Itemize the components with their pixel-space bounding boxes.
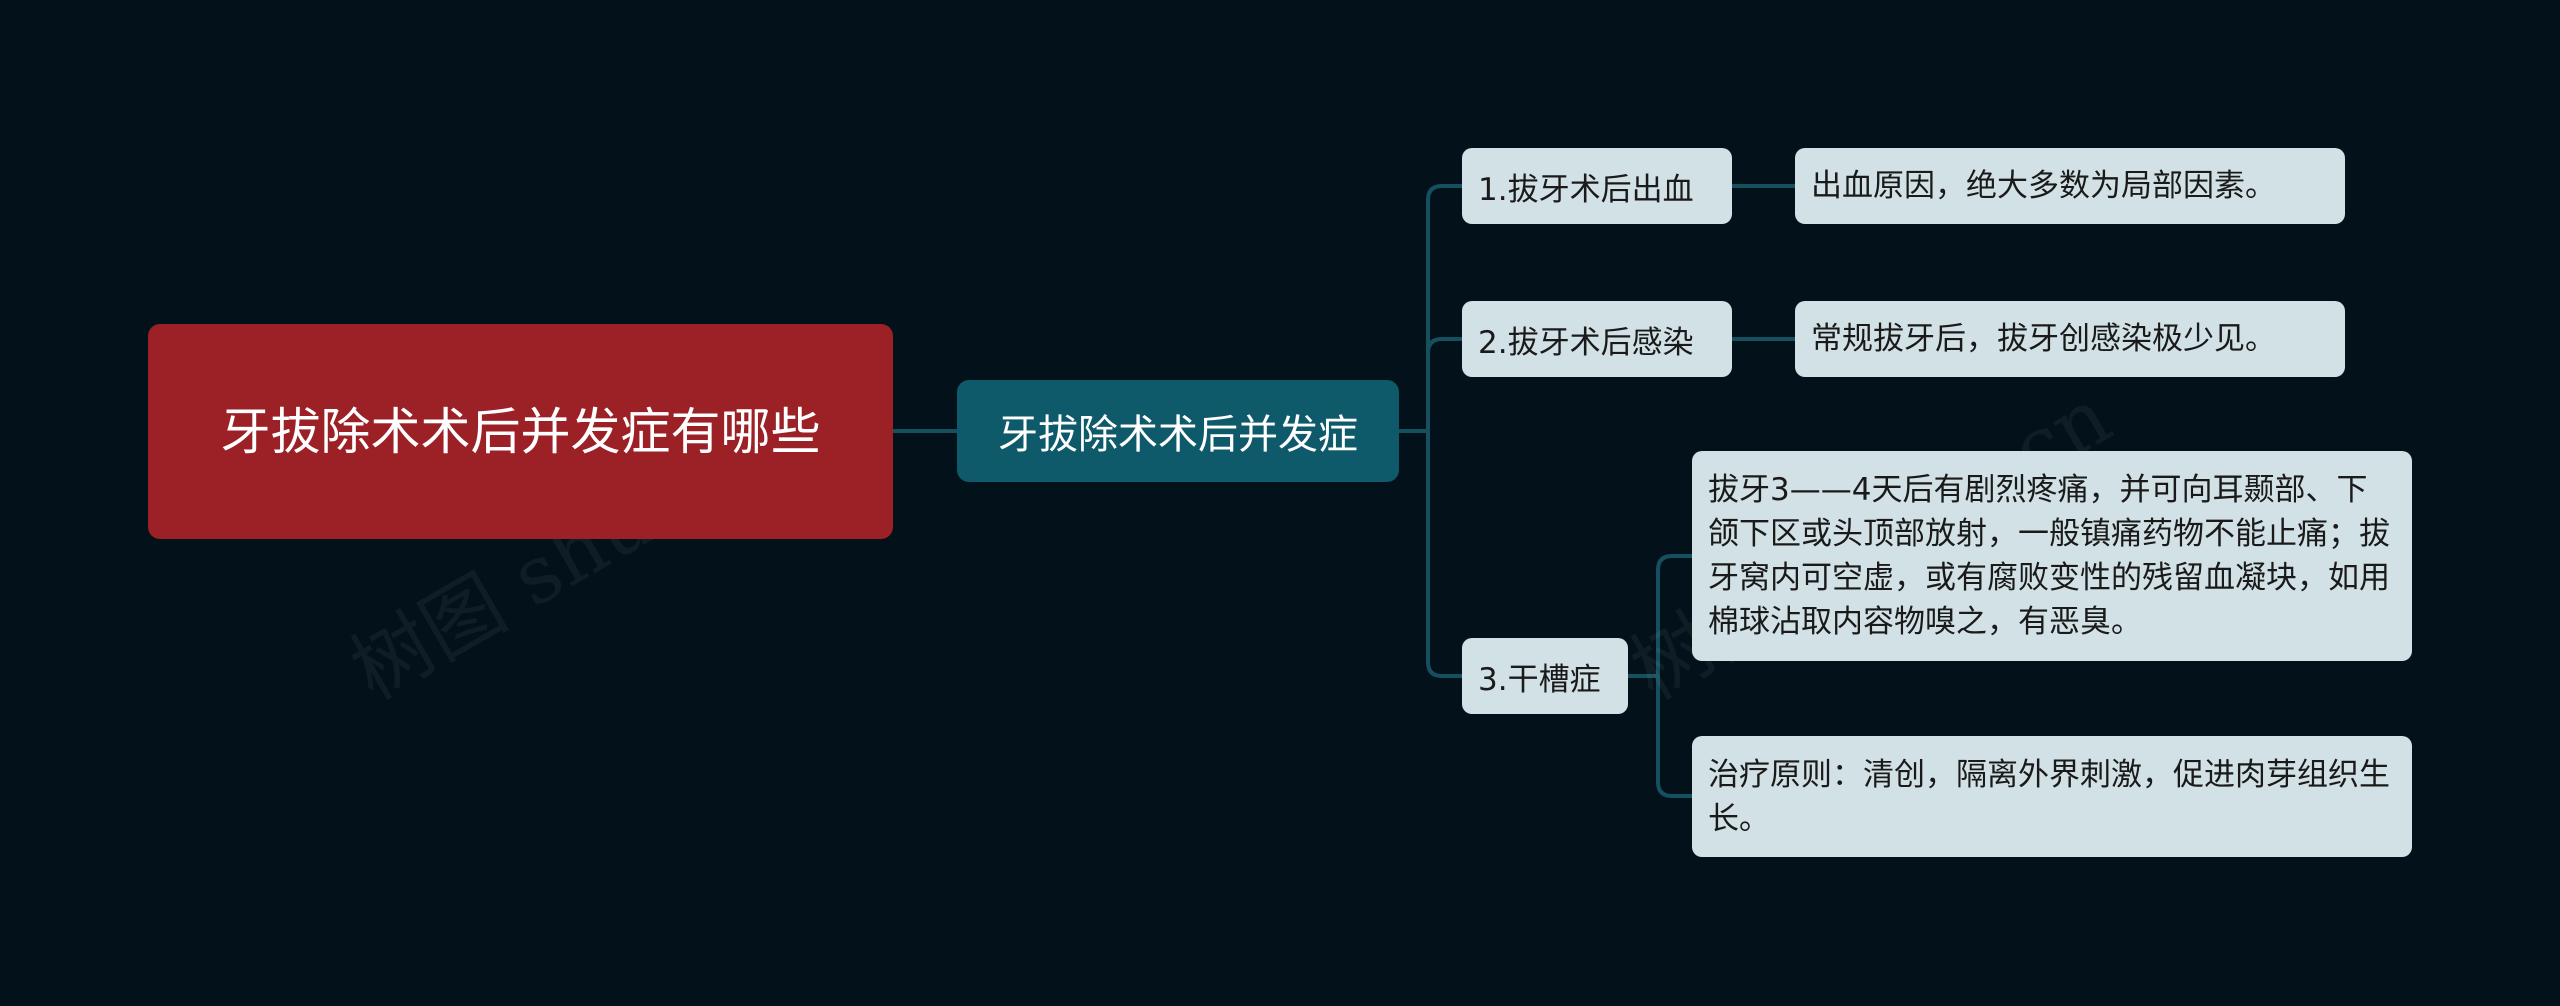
detail-node-dry-socket-treatment[interactable]: 治疗原则：清创，隔离外界刺激，促进肉芽组织生长。 (1692, 736, 2412, 857)
detail-text: 常规拔牙后，拔牙创感染极少见。 (1811, 321, 2276, 357)
branch-label: 2.拔牙术后感染 (1478, 324, 1694, 361)
branch-node-infection[interactable]: 2.拔牙术后感染 (1462, 301, 1732, 377)
connector-branch3-detail2 (1656, 676, 1692, 798)
detail-node-dry-socket-symptoms[interactable]: 拔牙3——4天后有剧烈疼痛，并可向耳颞部、下颌下区或头顶部放射，一般镇痛药物不能… (1692, 451, 2412, 661)
branch-label: 1.拔牙术后出血 (1478, 171, 1694, 208)
connector-branch3-detail1 (1656, 554, 1692, 676)
branch-node-dry-socket[interactable]: 3.干槽症 (1462, 638, 1628, 714)
detail-text: 拔牙3——4天后有剧烈疼痛，并可向耳颞部、下颌下区或头顶部放射，一般镇痛药物不能… (1708, 472, 2390, 640)
root-topic-node[interactable]: 牙拔除术术后并发症有哪些 (148, 324, 893, 539)
connector-main-branch3 (1426, 431, 1462, 678)
main-topic-node[interactable]: 牙拔除术术后并发症 (957, 380, 1399, 482)
main-topic-label: 牙拔除术术后并发症 (998, 412, 1358, 458)
branch-node-bleeding[interactable]: 1.拔牙术后出血 (1462, 148, 1732, 224)
connector-main-branch2 (1426, 337, 1462, 431)
connector-main-branch1 (1426, 184, 1462, 431)
detail-node-bleeding[interactable]: 出血原因，绝大多数为局部因素。 (1795, 148, 2345, 224)
detail-text: 出血原因，绝大多数为局部因素。 (1811, 168, 2276, 204)
detail-node-infection[interactable]: 常规拔牙后，拔牙创感染极少见。 (1795, 301, 2345, 377)
branch-label: 3.干槽症 (1478, 661, 1601, 698)
root-topic-label: 牙拔除术术后并发症有哪些 (220, 402, 821, 461)
detail-text: 治疗原则：清创，隔离外界刺激，促进肉芽组织生长。 (1708, 756, 2390, 837)
